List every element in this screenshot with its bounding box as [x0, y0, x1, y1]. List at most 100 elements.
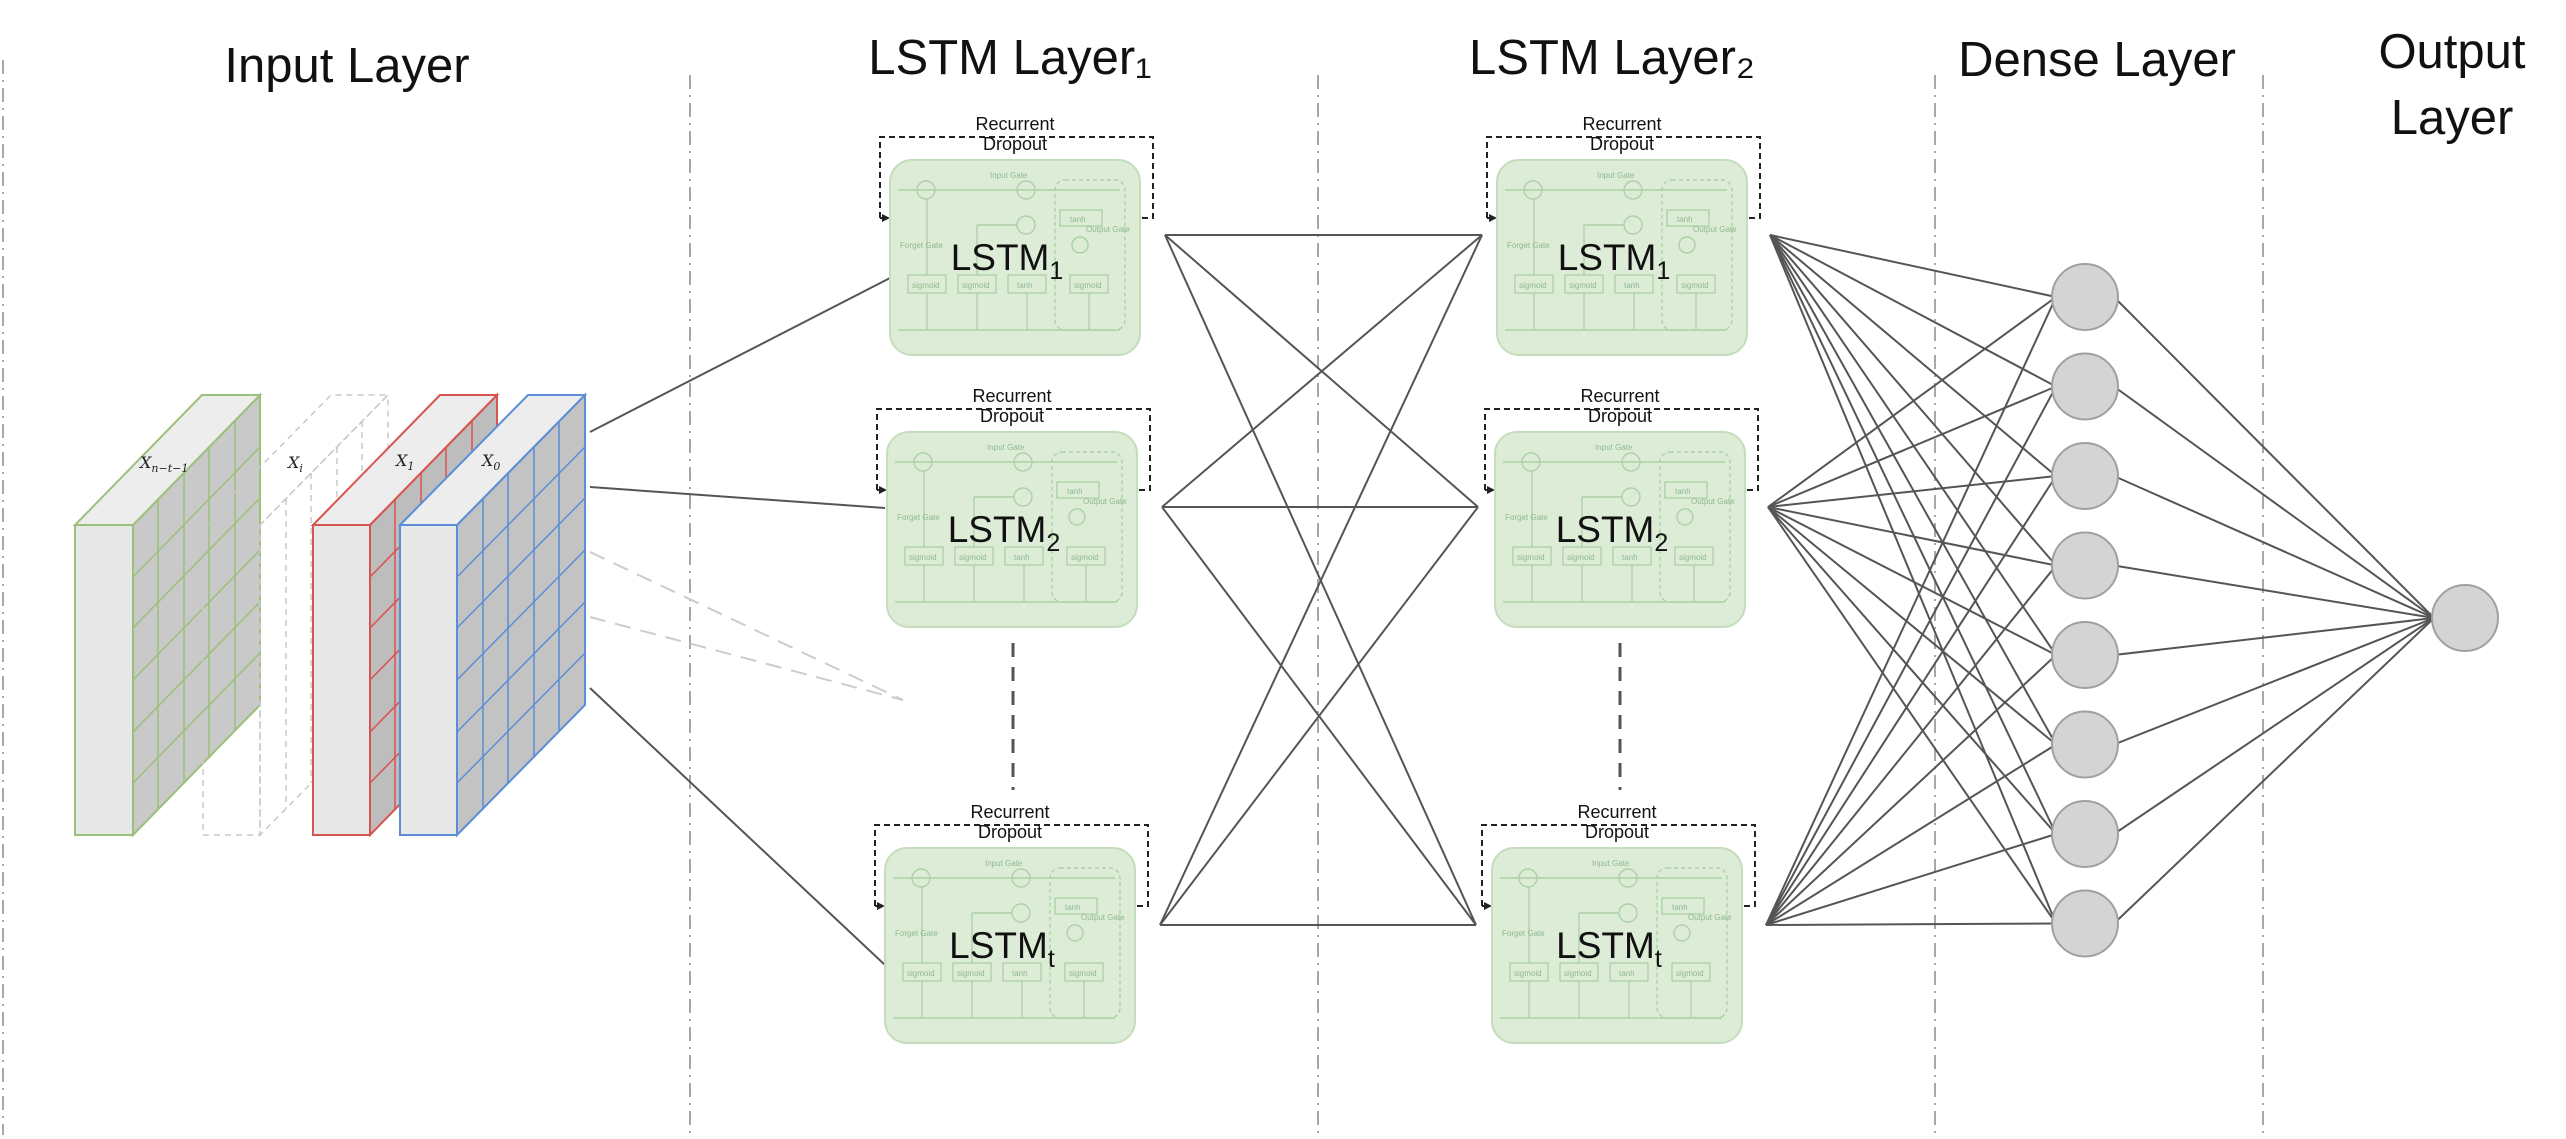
cell-inner-label: sigmoid [1569, 281, 1597, 290]
lstm-cell-body [1496, 159, 1748, 356]
dense-connection [1765, 296, 2057, 926]
cell-inner-label: sigmoid [1679, 553, 1707, 562]
cell-inner-label: Forget Gate [895, 929, 938, 938]
loop-arrow-icon [877, 902, 885, 910]
cell-inner-label: tanh [1067, 487, 1083, 496]
cell-inner-label: Input Gate [1592, 859, 1630, 868]
dense-connection [1767, 385, 2057, 508]
cell-inner-label: Output Gate [1081, 913, 1125, 922]
slice-front-face [74, 524, 134, 836]
output-layer-title-line-1: Output [2378, 25, 2525, 79]
lstm-layer-2-title: LSTM Layer₂ [1469, 31, 1755, 85]
lstm-cell-label: LSTMt [1556, 925, 1662, 973]
multiply-icon [916, 180, 936, 200]
slice-grid [132, 421, 261, 809]
slice-grid [456, 421, 586, 809]
dense-neuron [2051, 352, 2119, 421]
cell-inner-label: sigmoid [1071, 553, 1099, 562]
input-connections [589, 277, 904, 966]
cell-inner-label: sigmoid [1074, 281, 1102, 290]
cell-inner-label: tanh [1622, 553, 1638, 562]
cell-inner-label: tanh [1014, 553, 1030, 562]
input-dashed-line [589, 616, 904, 701]
recurrent-dropout-label-line-2: Dropout [1585, 822, 1649, 842]
recurrent-dropout-loop [874, 824, 1149, 907]
loop-arrow-icon [1489, 214, 1497, 222]
dense-connection [1765, 564, 2057, 926]
recurrent-dropout-label-line-1: Recurrent [972, 386, 1051, 406]
cell-inner-label: sigmoid [957, 969, 985, 978]
lstm-cell-internals [893, 867, 1121, 1019]
recurrent-dropout-label-line-1: Recurrent [970, 802, 1049, 822]
dense-connection [1769, 234, 2057, 835]
output-layer-title-line-2: Layer [2391, 91, 2514, 145]
cell-inner-label: Forget Gate [1505, 513, 1548, 522]
dense-connection [1767, 506, 2057, 746]
slice-top-face [310, 394, 500, 526]
lstm-cell-internals [895, 451, 1123, 603]
dense-neuron [2051, 800, 2119, 868]
tanh-block [1661, 897, 1705, 915]
section-dividers [2, 60, 2264, 1135]
cell-inner-label: tanh [1619, 969, 1635, 978]
slice-label-x0: X0 [480, 451, 500, 473]
tanh-block [1664, 481, 1708, 499]
cell-inner-label: sigmoid [959, 553, 987, 562]
lstm-cell-label: LSTM1 [951, 237, 1064, 285]
multiply-icon [1066, 924, 1084, 942]
cell-inner-label: Input Gate [1595, 443, 1633, 452]
loop-arrow-icon [1484, 902, 1492, 910]
cell-inner-label: sigmoid [907, 969, 935, 978]
lstm-layer-1-title: LSTM Layer₁ [868, 31, 1151, 85]
lstm-cell-internals [1500, 867, 1728, 1019]
output-layer-neurons [2431, 584, 2499, 652]
dense-connection [1767, 506, 2057, 656]
slice-label-x1: X1 [394, 451, 414, 473]
dense-connection [1765, 386, 2057, 926]
cell-inner-label: Output Gate [1691, 497, 1735, 506]
output-connection [2113, 564, 2435, 619]
multiply-icon [1678, 236, 1696, 254]
dense-connections [1765, 234, 2057, 926]
output-neuron [2431, 584, 2499, 652]
dense-connection [1765, 654, 2057, 926]
cell-inner-label: tanh [1070, 215, 1086, 224]
loop-arrow-icon [879, 486, 887, 494]
dense-connection [1769, 234, 2057, 656]
multiply-icon [1068, 508, 1086, 526]
recurrent-dropout-label-line-1: Recurrent [1580, 386, 1659, 406]
output-connection [2113, 296, 2435, 619]
cell-inner-label: sigmoid [1514, 969, 1542, 978]
dense-connection [1765, 922, 2057, 926]
cell-inner-label: Output Gate [1688, 913, 1732, 922]
multiply-icon [1676, 508, 1694, 526]
cell-inner-label: Output Gate [1086, 225, 1130, 234]
cell-inner-label: tanh [1675, 487, 1691, 496]
recurrent-dropout-label-line-2: Dropout [1590, 134, 1654, 154]
input-dashed-line [589, 551, 904, 701]
lstm-cell-label: LSTMt [949, 925, 1055, 973]
tanh-block [1056, 481, 1100, 499]
cell-inner-label: Forget Gate [900, 241, 943, 250]
dense-connection [1767, 296, 2057, 508]
input-slice-xn [72, 392, 263, 838]
dense-connection [1767, 506, 2057, 567]
dense-connection [1767, 506, 2057, 925]
recurrent-dropout-loop [1481, 824, 1756, 907]
lstm-cell-body [1491, 847, 1743, 1044]
add-icon [1618, 868, 1638, 888]
slice-label-xn: Xn−t−1 [138, 453, 188, 475]
output-connection [2113, 617, 2435, 925]
dense-connection [1767, 506, 2057, 835]
recurrent-dropout-loop [1486, 136, 1761, 219]
lstm-cell-internals [1505, 179, 1733, 331]
input-layer-title: Input Layer [224, 39, 469, 93]
cell-inner-label: Input Gate [985, 859, 1023, 868]
add-icon [1016, 180, 1036, 200]
lstm-cell-label: LSTM1 [1558, 237, 1671, 285]
recurrent-dropout-loop [879, 136, 1154, 219]
